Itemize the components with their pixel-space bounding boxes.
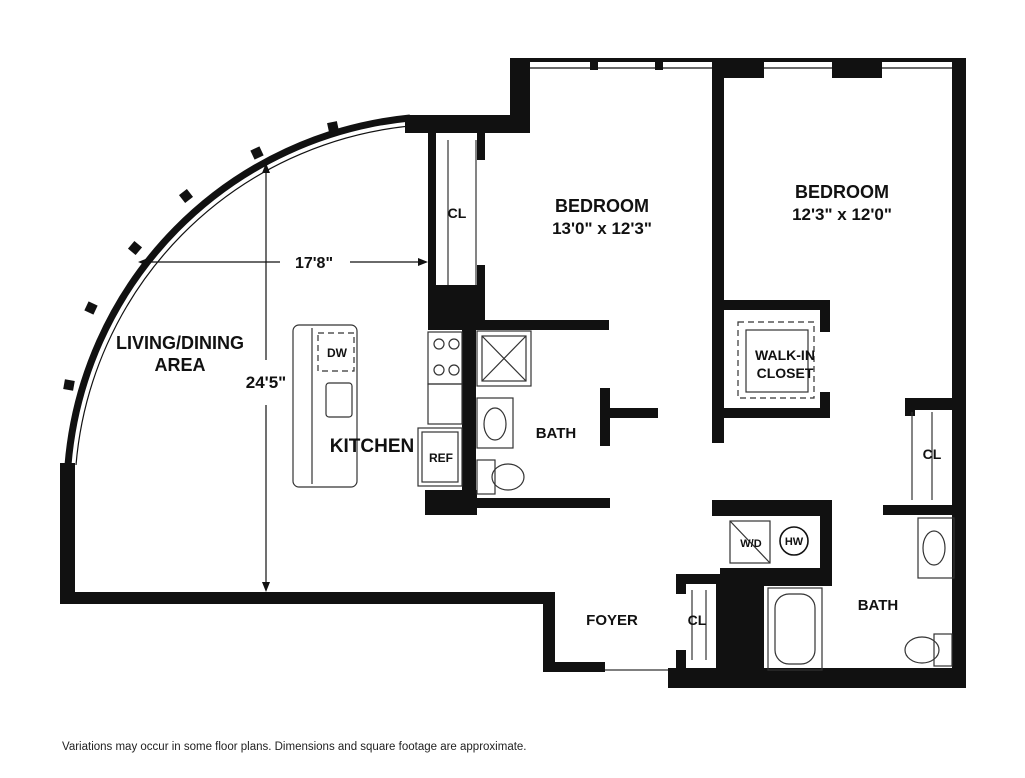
bedroom2-name: BEDROOM: [795, 182, 889, 202]
exterior-walls: [60, 58, 966, 688]
bath1-toilet: [491, 463, 525, 491]
refrigerator-label: REF: [429, 451, 453, 465]
room-labels: BEDROOM 13'0" x 12'3" BEDROOM 12'3" x 12…: [62, 182, 942, 753]
foyer-label: FOYER: [586, 612, 638, 629]
kitchen-island: [292, 324, 358, 488]
walkin-label-line1: WALK-IN: [755, 347, 815, 363]
dimension-lines: [138, 163, 428, 592]
living-label-line2: AREA: [154, 355, 205, 375]
island-sink: [325, 382, 353, 418]
bedroom1-name: BEDROOM: [555, 196, 649, 216]
bedroom2-dims: 12'3" x 12'0": [792, 205, 892, 224]
water-heater: [779, 526, 809, 556]
living-label-line1: LIVING/DINING: [116, 333, 244, 353]
bath2-label: BATH: [858, 597, 899, 614]
interior-walls: [425, 58, 955, 684]
walkin-label-line2: CLOSET: [757, 365, 814, 381]
shower: [476, 330, 532, 387]
footer-disclaimer: Variations may occur in some floor plans…: [62, 741, 527, 753]
refrigerator-box: [417, 427, 463, 487]
bath1-label: BATH: [536, 425, 577, 442]
washer-dryer-box: [729, 520, 771, 564]
bath2-toilet: [904, 636, 940, 664]
closet-cl3-label: CL: [688, 612, 707, 628]
living-depth-dimension: 24'5": [246, 373, 286, 392]
washer-dryer-label: W/D: [740, 538, 761, 550]
kitchen-label: KITCHEN: [330, 436, 414, 457]
dishwasher-box: [317, 332, 355, 372]
dishwasher-label: DW: [327, 346, 348, 360]
living-width-dimension: 17'8": [295, 255, 333, 272]
bath1-sink: [483, 407, 507, 441]
bath2-sink: [922, 530, 946, 566]
closet-cl2-label: CL: [923, 446, 942, 462]
fixtures: [292, 321, 955, 671]
bathtub: [767, 587, 823, 671]
bedroom1-dims: 13'0" x 12'3": [552, 219, 652, 238]
closet-cl1-label: CL: [448, 205, 467, 221]
water-heater-label: HW: [785, 536, 804, 548]
